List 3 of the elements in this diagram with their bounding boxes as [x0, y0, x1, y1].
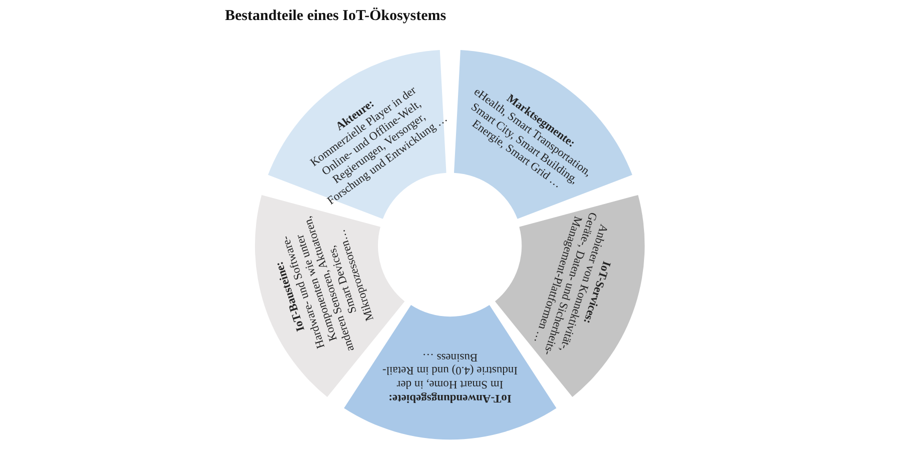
diagram-title: Bestandteile eines IoT-Ökosystems [225, 8, 446, 25]
segment-text: Im Smart Home, in der Industrie (4.0) und im Retail-Business … [381, 350, 519, 391]
segment-heading: IoT-Anwendungsgebiete: [388, 392, 512, 405]
